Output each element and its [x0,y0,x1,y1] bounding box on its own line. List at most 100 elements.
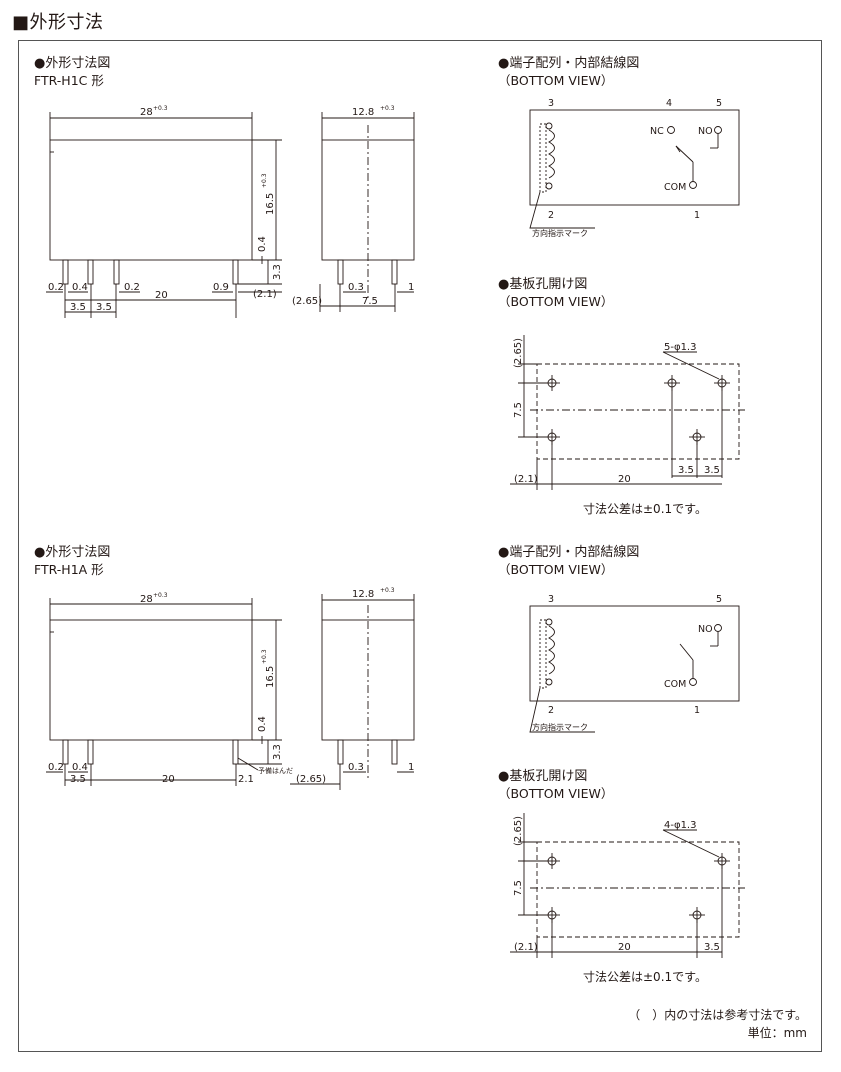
h1c-front-body [49,139,253,261]
h1c-tolerance-note: 寸法公差は±0.1です。 [583,502,707,516]
h1c-d20-label: 20 [155,290,168,301]
h1c-com-terminal [689,181,697,189]
h1a-terminal-view: （BOTTOM VIEW） [498,562,614,577]
h1c-pin2: 2 [548,210,554,221]
h1c-pin [391,259,398,285]
h1c-model-name: FTR-H1C 形 [34,73,104,88]
h1c-d02b-label: 0.2 [124,282,140,293]
h1a-d02-label: 0.2 [48,762,64,773]
h1c-pcb-35b: 3.5 [704,465,720,476]
h1a-pcb-75: 7.5 [513,880,524,896]
page-title: ■外形寸法 [12,12,104,33]
h1c-length-tol: +0.3 [153,105,168,112]
h1a-pcb-outline [536,841,740,938]
h1a-holes-label: 4-φ1.3 [664,820,696,831]
h1a-pcb-20: 20 [618,942,631,953]
h1a-pcb-heading: ●基板孔開け図 （BOTTOM VIEW） [498,768,613,802]
h1a-pcb-265: (2.65) [513,816,524,846]
h1c-pcb-title: ●基板孔開け図 [498,277,588,292]
h1a-d03-label: 0.3 [348,762,364,773]
h1a-pin5: 5 [716,594,722,605]
h1a-marker-label: 方向指示マーク [532,722,588,732]
h1a-terminal-title: ●端子配列・内部結線図 [498,545,640,560]
h1a-coil [548,625,555,675]
h1a-com-terminal [689,678,697,686]
h1c-d03-label: 0.3 [348,282,364,293]
h1a-terminal-body [529,605,740,702]
h1c-d04b-label: 0.4 [72,282,88,293]
h1c-nc-label: NC [650,126,664,137]
h1c-d265-label: (2.65) [292,296,322,307]
h1c-nc-terminal [667,126,675,134]
h1a-d1-label: 1 [408,762,414,773]
h1c-pcb-heading: ●基板孔開け図 （BOTTOM VIEW） [498,276,613,310]
h1c-pin [113,259,120,285]
h1c-width-tol: +0.3 [380,105,395,112]
h1c-d35a-label: 3.5 [70,302,86,313]
h1c-pcb-75: 7.5 [513,402,524,418]
h1c-pcb-20: 20 [618,474,631,485]
h1c-pin [337,259,344,285]
h1c-marker-leader [529,191,595,229]
h1a-length-tol: +0.3 [153,592,168,599]
h1a-tolerance-note: 寸法公差は±0.1です。 [583,970,707,984]
h1a-pcb-title: ●基板孔開け図 [498,769,588,784]
h1c-pin4: 4 [666,98,672,109]
h1c-marker-label: 方向指示マーク [532,228,588,238]
h1c-pin5: 5 [716,98,722,109]
h1c-pin3: 3 [548,98,554,109]
h1c-dimension-heading: ●外形寸法図 FTR-H1C 形 [34,55,110,89]
h1a-pin3: 3 [548,594,554,605]
h1c-coil [548,129,555,179]
h1c-pin1: 1 [694,210,700,221]
h1c-pcb-35a: 3.5 [678,465,694,476]
h1c-d75-label: 7.5 [362,296,378,307]
h1c-length-label: 28 [140,107,153,118]
h1c-pcb-265: (2.65) [513,338,524,368]
h1c-d33-label: 3.3 [272,264,283,280]
h1c-pcb-21: (2.1) [514,474,538,485]
h1c-pcb-view: （BOTTOM VIEW） [498,294,614,309]
h1c-pin [232,259,239,285]
h1a-height-tol: +0.3 [261,649,268,664]
h1a-d33-label: 3.3 [272,744,283,760]
h1a-no-terminal [714,624,722,632]
h1a-dimension-heading: ●外形寸法図 FTR-H1A 形 [34,544,110,578]
h1a-height-label: 16.5 [265,666,276,688]
h1c-pin [62,259,69,285]
h1c-dimension-title: ●外形寸法図 [34,56,111,71]
h1a-pin [87,739,94,765]
h1c-terminal-title: ●端子配列・内部結線図 [498,56,640,71]
h1a-dimension-title: ●外形寸法図 [34,545,111,560]
h1a-d20-label: 20 [162,774,175,785]
h1a-no-label: NO [698,624,713,635]
h1c-terminal-heading: ●端子配列・内部結線図 （BOTTOM VIEW） [498,55,639,89]
h1c-width-label: 12.8 [352,107,374,118]
h1a-pin2: 2 [548,705,554,716]
h1a-com-label: COM [664,679,686,690]
h1a-pin [232,739,239,765]
reference-dimension-note: （ ）内の寸法は参考寸法です。 [628,1008,807,1022]
h1c-terminal-body [529,109,740,206]
h1a-pin [391,739,398,765]
h1a-width-tol: +0.3 [380,587,395,594]
h1c-terminal-view: （BOTTOM VIEW） [498,73,614,88]
h1c-height-label: 16.5 [265,193,276,215]
h1a-model-name: FTR-H1A 形 [34,562,104,577]
h1a-pin1: 1 [694,705,700,716]
h1a-pcb-35: 3.5 [704,942,720,953]
h1c-d21-label: (2.1) [253,289,277,300]
h1c-holes-label: 5-φ1.3 [664,342,696,353]
h1a-width-label: 12.8 [352,589,374,600]
h1a-pin [337,739,344,765]
h1a-d04b-label: 0.4 [72,762,88,773]
h1a-pcb-view: （BOTTOM VIEW） [498,786,614,801]
h1c-d09-label: 0.9 [213,282,229,293]
h1c-d1-label: 1 [408,282,414,293]
h1a-pin [62,739,69,765]
h1a-marker-leader [529,687,595,733]
h1c-no-terminal [714,126,722,134]
h1c-pcb-outline [536,363,740,460]
